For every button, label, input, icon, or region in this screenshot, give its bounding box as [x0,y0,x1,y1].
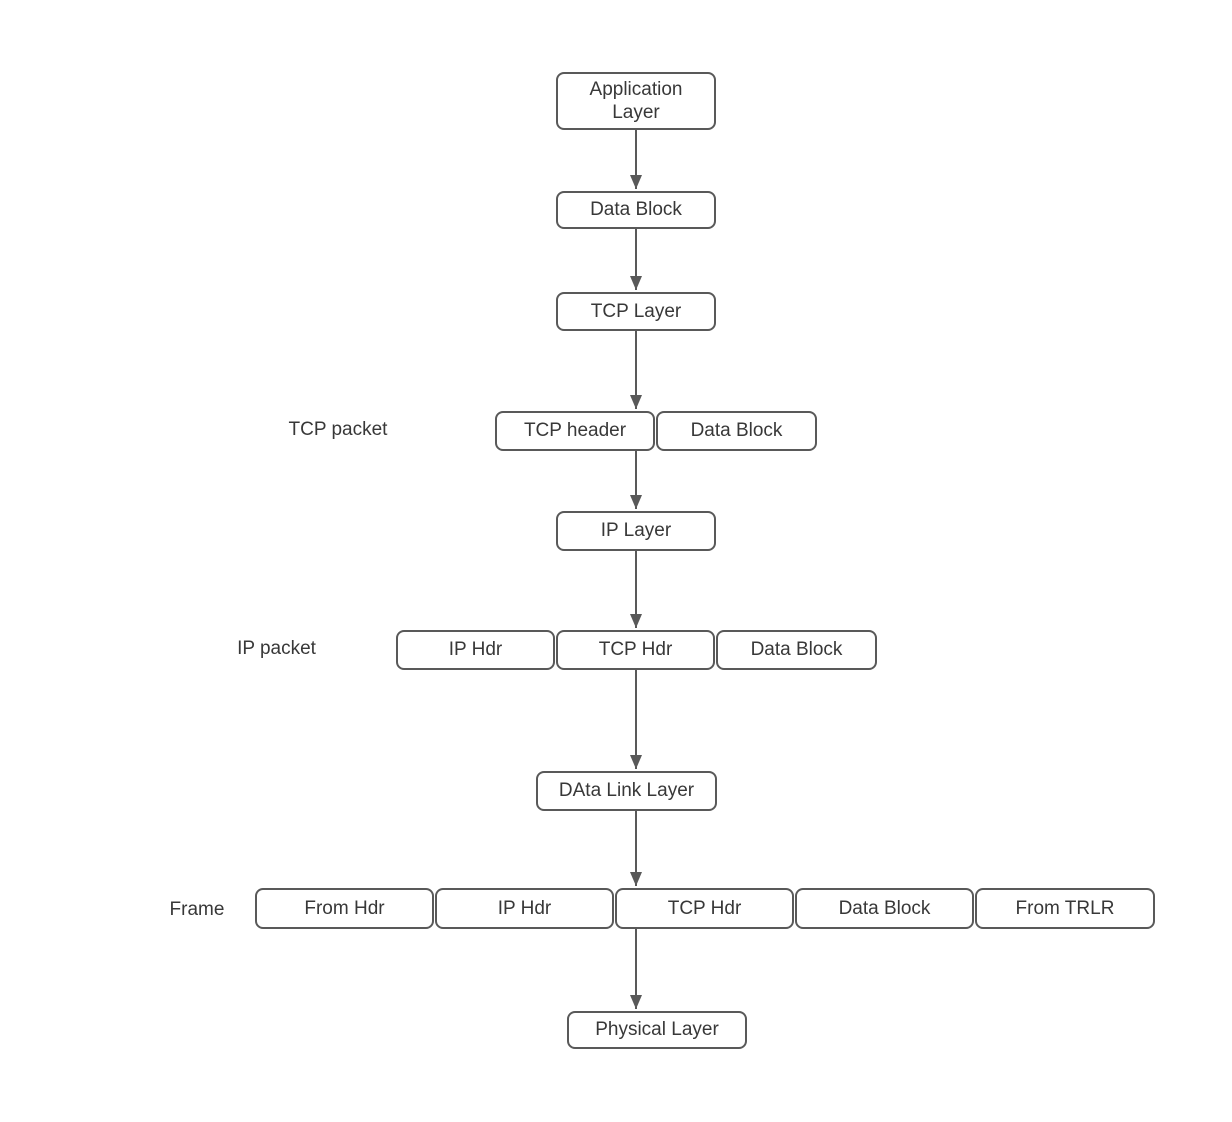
data-block-box-tcp-packet: Data Block [656,411,817,451]
tcp-header-box: TCP header [495,411,655,451]
application-layer-box: Application Layer [556,72,716,130]
from-trlr-box-frame: From TRLR [975,888,1155,929]
tcp-layer-box: TCP Layer [556,292,716,331]
data-link-layer-box: DAta Link Layer [536,771,717,811]
ip-hdr-box-ip-packet: IP Hdr [396,630,555,670]
tcp-packet-label: TCP packet [288,419,388,440]
physical-layer-box: Physical Layer [567,1011,747,1049]
tcp-hdr-box-ip-packet: TCP Hdr [556,630,715,670]
data-block-box-frame: Data Block [795,888,974,929]
frame-label: Frame [169,899,225,920]
ip-layer-box: IP Layer [556,511,716,551]
ip-packet-label: IP packet [237,638,316,659]
data-block-box-app: Data Block [556,191,716,229]
data-block-box-ip-packet: Data Block [716,630,877,670]
from-hdr-box-frame: From Hdr [255,888,434,929]
tcp-hdr-box-frame: TCP Hdr [615,888,794,929]
ip-hdr-box-frame: IP Hdr [435,888,614,929]
